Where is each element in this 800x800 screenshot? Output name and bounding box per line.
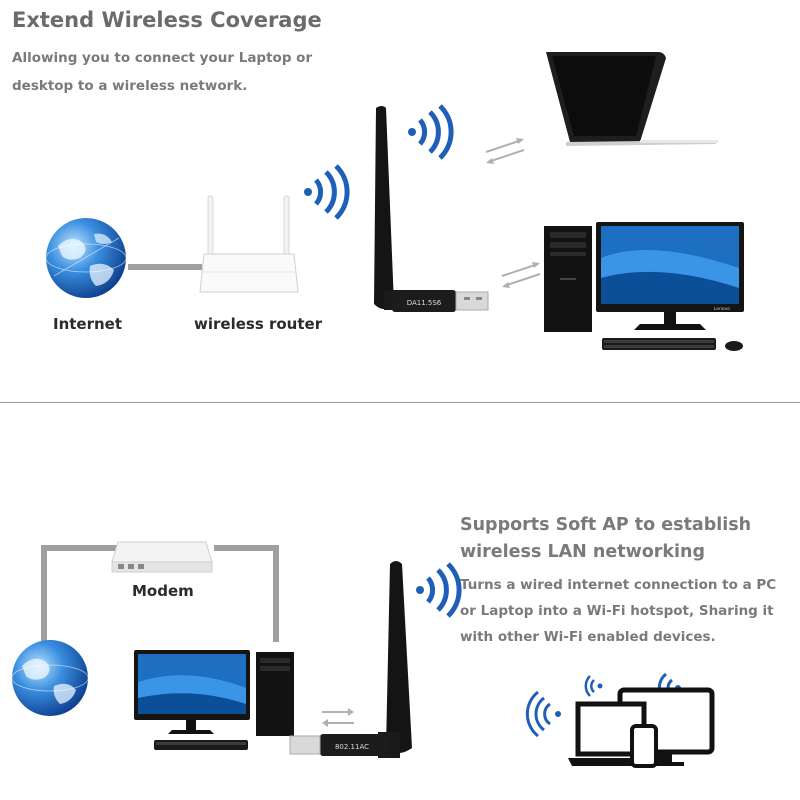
modem-label: Modem bbox=[132, 582, 194, 600]
usb-wifi-adapter-image: 802.11AC bbox=[289, 561, 412, 758]
router-icon bbox=[199, 195, 299, 293]
modem-image bbox=[111, 541, 213, 573]
wifi-signal-icon bbox=[416, 562, 462, 618]
connection-line bbox=[128, 264, 202, 270]
laptop-image bbox=[546, 52, 718, 146]
section-divider bbox=[0, 402, 800, 403]
desktop-computer-image bbox=[134, 650, 294, 750]
adapter-model-text: DA11.5S6 bbox=[407, 299, 442, 307]
adapter-model-text: 802.11AC bbox=[335, 743, 369, 751]
double-arrow-icon bbox=[322, 708, 354, 727]
wifi-signal-icon bbox=[304, 164, 350, 220]
double-arrow-icon bbox=[485, 138, 525, 164]
globe-icon bbox=[11, 640, 89, 716]
section-title-soft-ap: Supports Soft AP to establish wireless L… bbox=[460, 515, 752, 562]
router-label: wireless router bbox=[194, 315, 323, 333]
section-description-soft-ap: Turns a wired internet connection to a P… bbox=[460, 577, 777, 645]
hotspot-devices-icon bbox=[525, 672, 715, 768]
wifi-signal-icon bbox=[525, 690, 561, 738]
section-subtitle-extend-coverage: Allowing you to connect your Laptop or d… bbox=[12, 50, 313, 94]
wired-connection-lines bbox=[41, 545, 279, 654]
usb-wifi-adapter-image: DA11.5S6 bbox=[374, 106, 489, 312]
internet-label: Internet bbox=[53, 315, 123, 333]
wifi-signal-icon bbox=[584, 675, 603, 697]
wifi-signal-icon bbox=[408, 104, 454, 160]
monitor-brand-text: Lenovo bbox=[714, 306, 730, 312]
globe-icon bbox=[45, 218, 127, 298]
double-arrow-icon bbox=[501, 262, 541, 288]
section-title-extend-coverage: Extend Wireless Coverage bbox=[12, 8, 322, 32]
desktop-computer-image: Lenovo bbox=[544, 222, 744, 351]
